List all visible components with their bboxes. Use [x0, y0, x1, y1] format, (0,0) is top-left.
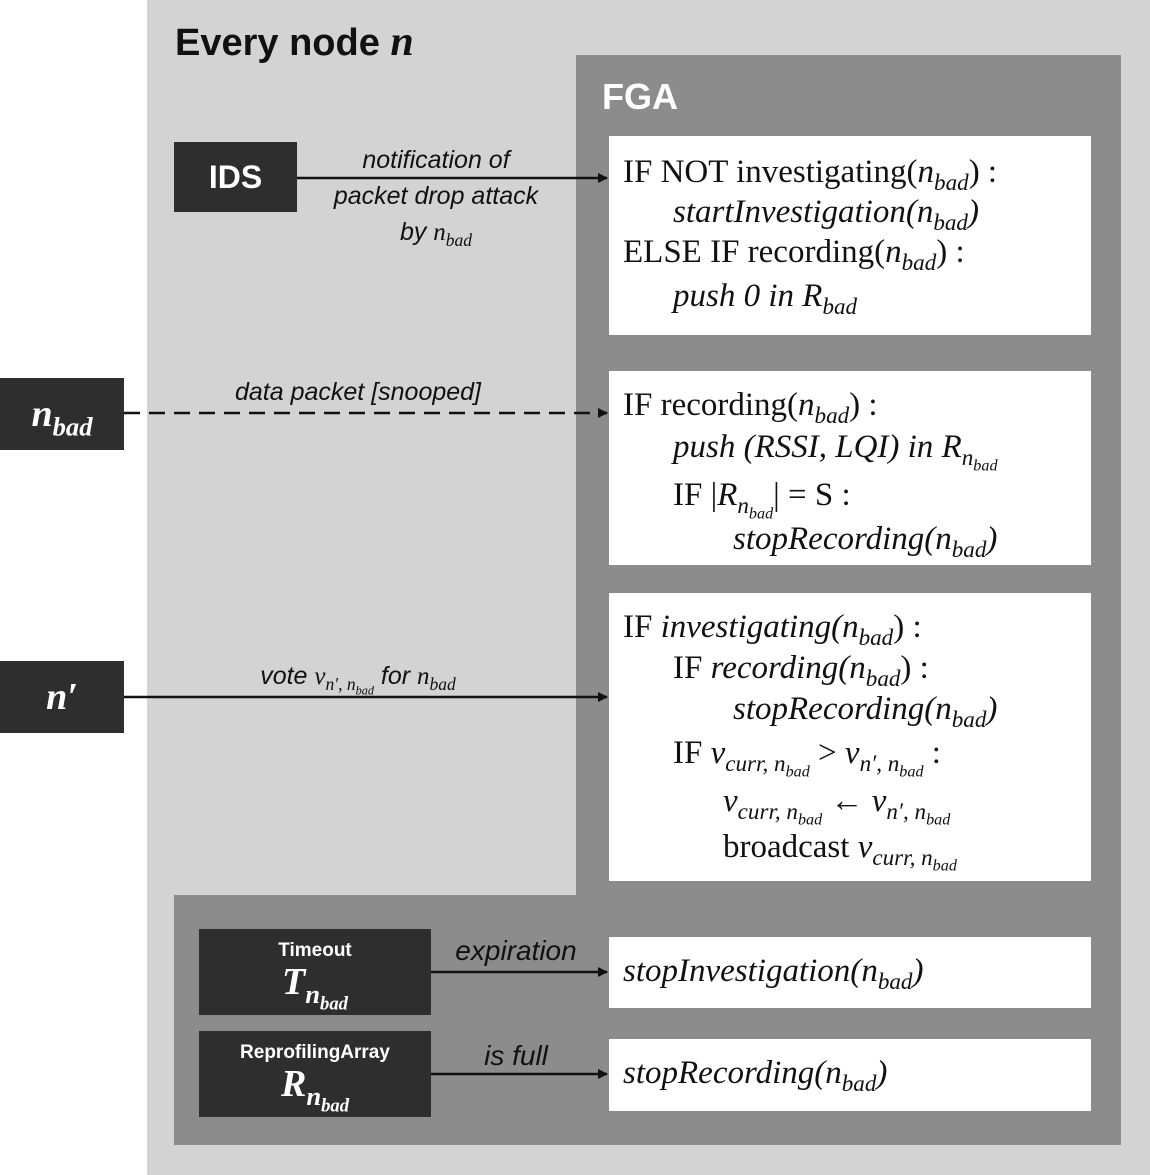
- nprime-node: n′: [0, 661, 124, 733]
- is-full-label: is full: [484, 1040, 548, 1071]
- expiration-label: expiration: [455, 935, 577, 966]
- ids-node: IDS: [174, 142, 297, 212]
- diagram-title: Every node n: [175, 19, 414, 65]
- fga-label: FGA: [602, 76, 678, 117]
- nbad-node: nbad: [0, 378, 124, 450]
- ids-edge-label: notification of packet drop attack by nb…: [333, 146, 539, 251]
- fga-rule-array-full: stopRecording(nbad): [609, 1039, 1091, 1111]
- reprofiling-array-node: ReprofilingArray Rnbad: [199, 1031, 431, 1117]
- fga-rule-timeout: stopInvestigation(nbad): [609, 937, 1091, 1008]
- fga-rule-ids: IF NOT investigating(nbad) : startInvest…: [609, 136, 1091, 335]
- vote-label: vote vn′, nbad for nbad: [260, 662, 456, 698]
- fga-rule-data-packet: IF recording(nbad) : push (RSSI, LQI) in…: [609, 371, 1091, 565]
- fga-rule-vote: IF investigating(nbad) : IF recording(nb…: [609, 593, 1091, 881]
- data-packet-label: data packet [snooped]: [234, 378, 482, 406]
- timeout-node: Timeout Tnbad: [199, 929, 431, 1015]
